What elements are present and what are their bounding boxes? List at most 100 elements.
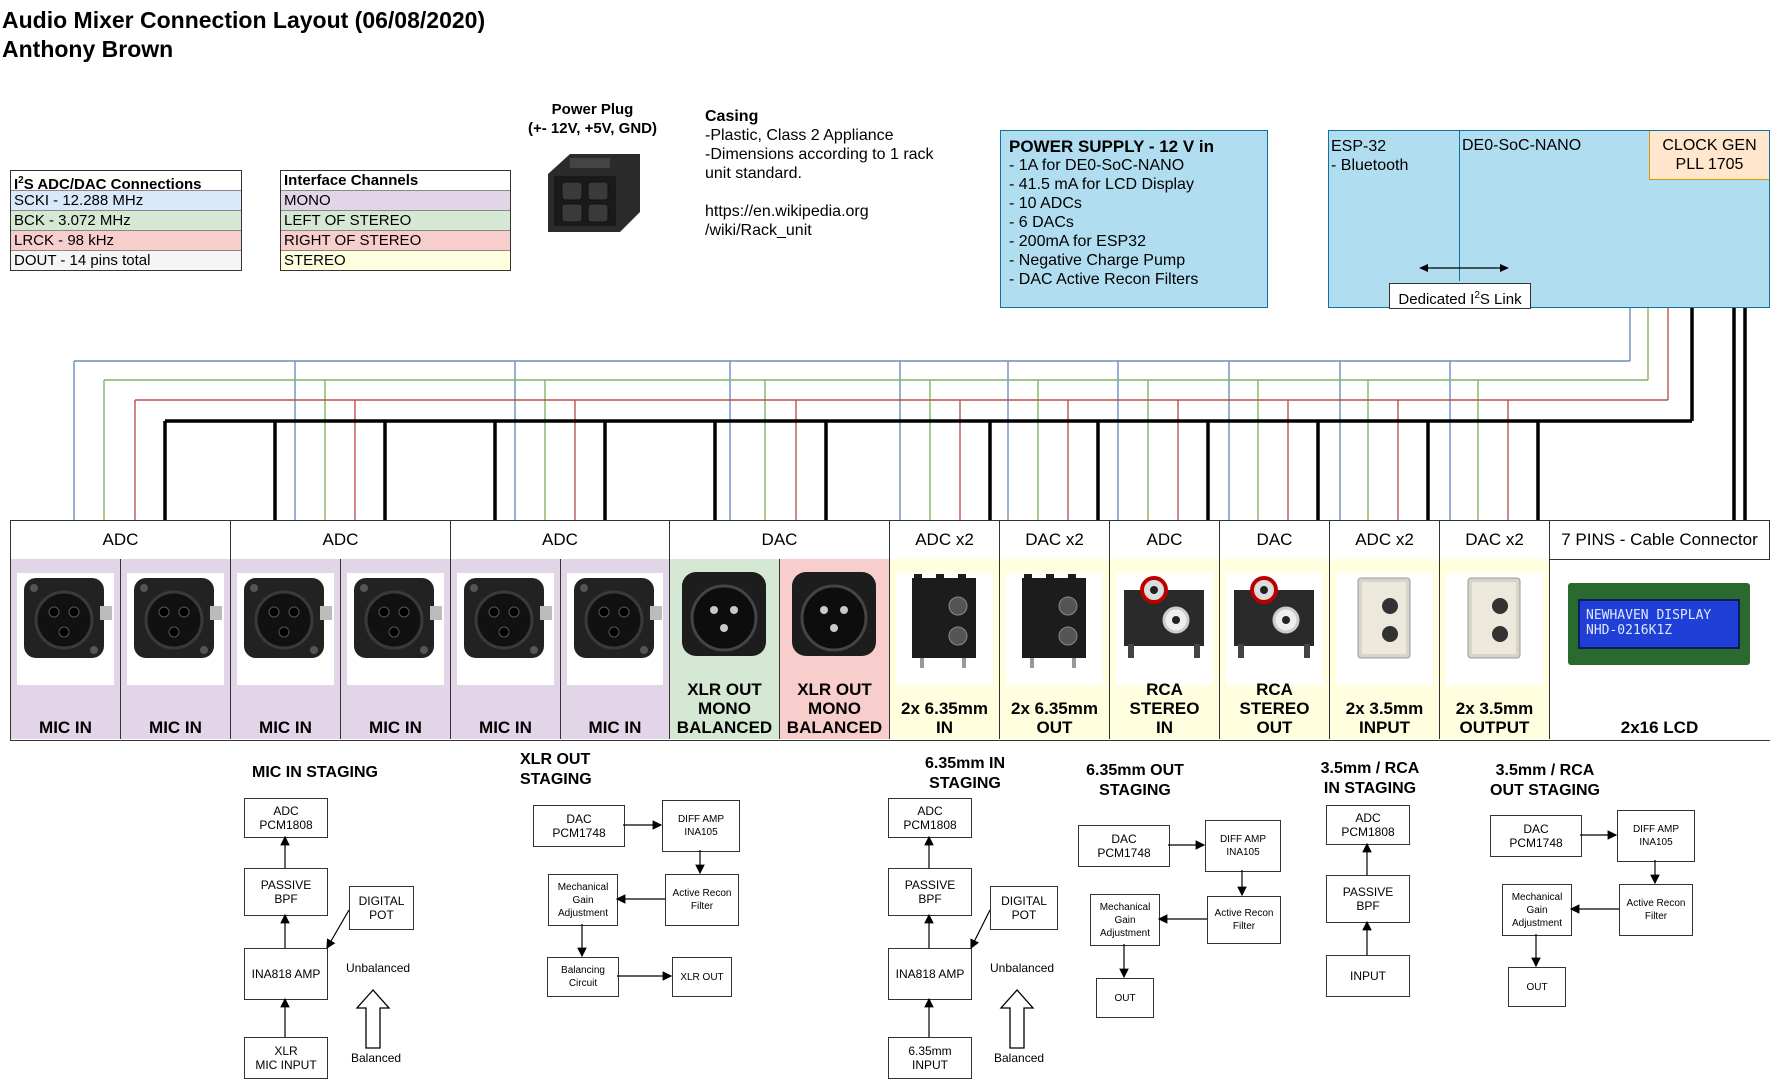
out635-dac-box: DAC PCM1748 — [1078, 825, 1170, 867]
connector-rca-out: RCA STEREO OUT — [1220, 559, 1330, 739]
mic-input-box: XLR MIC INPUT — [244, 1037, 328, 1079]
i2s-link-label: Dedicated I2S Link — [1389, 283, 1531, 309]
lcd-text-line: NHD-0216K1Z — [1586, 623, 1673, 638]
connector-label: XLR OUT MONO BALANCED — [676, 680, 773, 737]
out635-diff-amp-box: DIFF AMP INA105 — [1205, 820, 1281, 872]
rca-icon — [1116, 573, 1213, 685]
xlr-female-icon — [127, 573, 224, 685]
jack-35-icon — [1336, 573, 1433, 685]
power-supply-line: - 1A for DE0-SoC-NANO — [1009, 157, 1185, 174]
connector-label: RCA STEREO OUT — [1239, 680, 1310, 737]
xlr-dac-box: DAC PCM1748 — [533, 805, 625, 847]
mic-amp-box: INA818 AMP — [244, 948, 328, 1000]
i2s-link-arrow — [1419, 264, 1509, 272]
header-adc-x2-635: ADC x2 — [890, 521, 1000, 559]
xlr-male-icon — [786, 573, 883, 685]
power-plug-title: Power Plug — [551, 101, 634, 118]
connector-xlr-out-left: XLR OUT MONO BALANCED — [670, 559, 780, 739]
casing-line: unit standard. — [705, 165, 802, 182]
xlr-female-icon — [237, 573, 334, 685]
xlr-balancing-box: Balancing Circuit — [547, 957, 619, 997]
connector-label: MIC IN — [588, 718, 642, 737]
power-supply-line: - 200mA for ESP32 — [1009, 233, 1146, 250]
power-plug-icon — [548, 154, 640, 232]
interface-legend-row: RIGHT OF STEREO — [281, 230, 510, 250]
connector-rca-in: RCA STEREO IN — [1110, 559, 1220, 739]
title-line-1: Audio Mixer Connection Layout (06/08/202… — [2, 7, 486, 33]
connector-label: 2x 3.5mm INPUT — [1345, 699, 1424, 737]
connector-label: RCA STEREO IN — [1129, 680, 1200, 737]
casing-line: -Plastic, Class 2 Appliance — [705, 127, 894, 144]
lrck-wire — [134, 308, 1669, 521]
i2s-legend-row: SCKI - 12.288 MHz — [11, 190, 241, 210]
header-dac-xlr: DAC — [670, 521, 890, 559]
header-dac-x2-35: DAC x2 — [1440, 521, 1550, 559]
power-supply-line: - 10 ADCs — [1009, 195, 1082, 212]
connector-label: 2x16 LCD — [1620, 718, 1699, 737]
casing-heading: Casing — [705, 108, 759, 125]
xlr-male-icon — [676, 573, 773, 685]
esp-de0-divider — [1459, 131, 1460, 281]
lcd-icon: NEWHAVEN DISPLAY NHD-0216K1Z — [1568, 583, 1750, 665]
rca-out-mech-gain-box: Mechanical Gain Adjustment — [1502, 884, 1572, 936]
connector-635-out: 2x 6.35mm OUT — [1000, 559, 1110, 739]
power-supply-line: - 41.5 mA for LCD Display — [1009, 176, 1194, 193]
connector-mic-in-5: MIC IN — [451, 559, 561, 739]
in635-staging-title: 6.35mm IN STAGING — [924, 755, 1006, 792]
connector-35-in: 2x 3.5mm INPUT — [1330, 559, 1440, 739]
rca-out-dac-box: DAC PCM1748 — [1490, 815, 1582, 857]
header-adc-2: ADC — [231, 521, 451, 559]
casing-spacer — [705, 183, 934, 202]
header-dac-rca: DAC — [1220, 521, 1330, 559]
in635-unbalanced-label: Unbalanced — [990, 961, 1055, 975]
interface-legend: Interface Channels MONO LEFT OF STEREO R… — [280, 170, 511, 271]
connector-label: MIC IN — [259, 718, 312, 737]
xlr-mech-gain-box: Mechanical Gain Adjustment — [548, 874, 618, 926]
connector-mic-in-1: MIC IN — [11, 559, 121, 739]
dout-wire — [163, 308, 1694, 521]
in635-balanced-label: Balanced — [994, 1051, 1045, 1065]
rca-in-adc-box: ADC PCM1808 — [1326, 805, 1410, 845]
header-adc-1: ADC — [11, 521, 231, 559]
connector-label: MIC IN — [149, 718, 202, 737]
connector-mic-in-3: MIC IN — [231, 559, 341, 739]
connector-mic-in-4: MIC IN — [341, 559, 451, 739]
rca-in-input-box: INPUT — [1326, 955, 1410, 997]
connector-lcd: NEWHAVEN DISPLAY NHD-0216K1Z 2x16 LCD — [1550, 559, 1769, 739]
bck-wire — [103, 308, 1649, 521]
power-supply-line: - Negative Charge Pump — [1009, 252, 1186, 269]
mic-balanced-label: Balanced — [351, 1051, 402, 1065]
xlr-diff-amp-box: DIFF AMP INA105 — [662, 800, 740, 852]
header-adc-x2-35: ADC x2 — [1330, 521, 1440, 559]
header-adc-3: ADC — [451, 521, 670, 559]
connector-label: MIC IN — [369, 718, 422, 737]
xlr-female-icon — [457, 573, 554, 685]
bus-wires — [73, 308, 1747, 521]
out635-out-box: OUT — [1096, 978, 1154, 1018]
rca-out-staging-title: 3.5mm / RCA OUT STAGING — [1490, 762, 1600, 799]
rca-out-recon-filter-box: Active Recon Filter — [1619, 884, 1693, 936]
casing-notes: Casing -Plastic, Class 2 Appliance -Dime… — [705, 107, 934, 240]
in635-input-box: 6.35mm INPUT — [888, 1037, 972, 1079]
esp32-title: ESP-32 — [1331, 138, 1387, 155]
clock-gen-pll: CLOCK GEN PLL 1705 — [1649, 131, 1769, 180]
connector-xlr-out-right: XLR OUT MONO BALANCED — [780, 559, 890, 739]
connector-panel — [10, 520, 1770, 741]
jack-635-icon — [896, 573, 993, 685]
casing-link: /wiki/Rack_unit — [705, 222, 812, 239]
i2s-legend: I2S ADC/DAC Connections SCKI - 12.288 MH… — [10, 170, 242, 271]
lcd-text-line: NEWHAVEN DISPLAY — [1586, 608, 1712, 623]
jack-35-icon — [1446, 573, 1543, 685]
rca-in-bpf-box: PASSIVE BPF — [1326, 875, 1410, 923]
casing-line: -Dimensions according to 1 rack — [705, 146, 934, 163]
xlr-female-icon — [567, 573, 663, 685]
interface-legend-row: MONO — [281, 190, 510, 210]
rca-in-staging-title: 3.5mm / RCA IN STAGING — [1320, 760, 1420, 797]
clock-gen-part: PLL 1705 — [1675, 156, 1744, 173]
casing-link: https://en.wikipedia.org — [705, 203, 869, 220]
esp32-module: ESP-32 - Bluetooth — [1331, 137, 1408, 175]
interface-legend-row: STEREO — [281, 250, 510, 270]
mic-bpf-box: PASSIVE BPF — [244, 868, 328, 916]
power-supply-box: POWER SUPPLY - 12 V in - 1A for DE0-SoC-… — [1000, 130, 1268, 308]
